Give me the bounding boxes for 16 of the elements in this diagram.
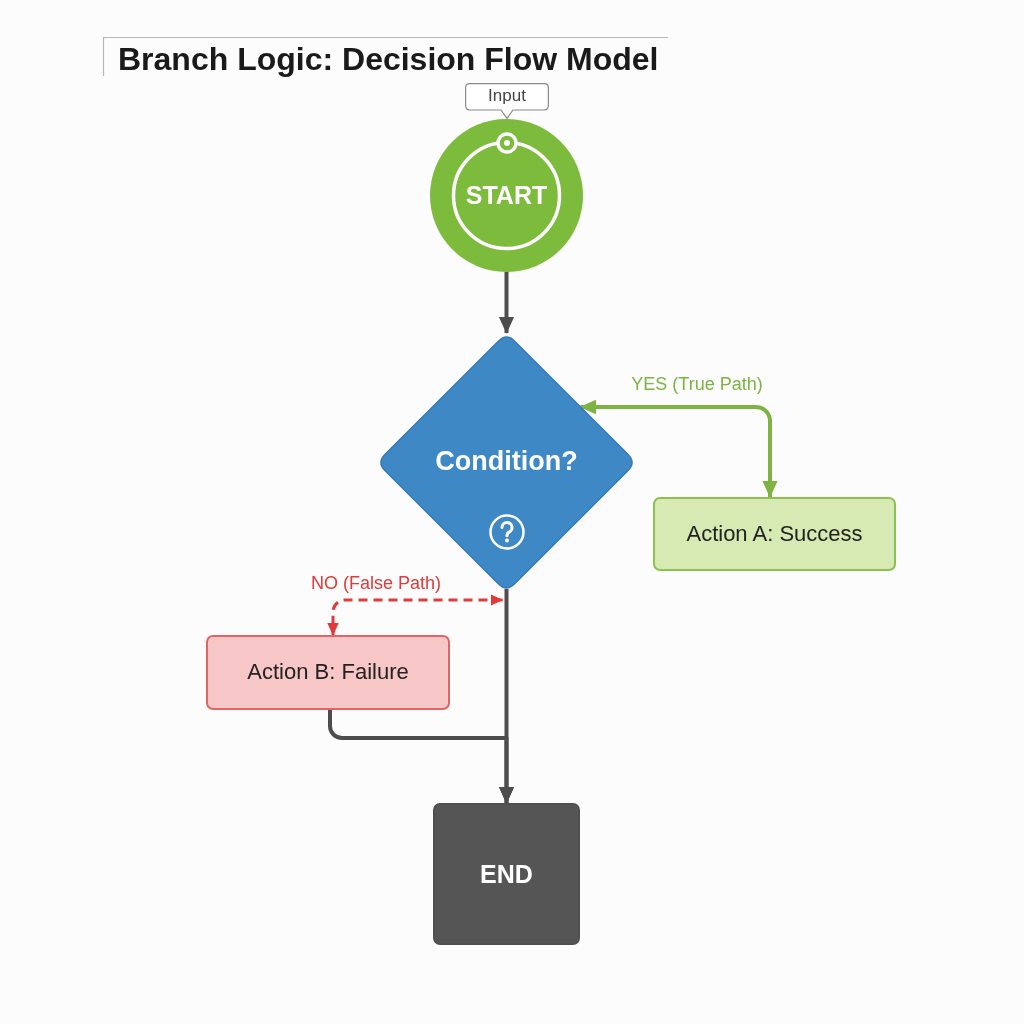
process-box — [653, 497, 896, 571]
process-box — [206, 635, 450, 710]
terminal-label: START — [465, 180, 548, 210]
callout-bubble — [465, 83, 549, 119]
arrow — [327, 594, 504, 636]
terminal-label: END — [480, 859, 533, 889]
callout-text: Input — [488, 85, 526, 107]
process-label: Action B: Failure — [247, 658, 409, 686]
end-box — [433, 803, 580, 945]
start-circle — [430, 119, 583, 272]
process-label: Action A: Success — [686, 520, 863, 548]
arrow — [328, 710, 515, 804]
arrow — [498, 272, 515, 334]
diagram-title: Branch Logic: Decision Flow Model — [118, 41, 659, 78]
arrow — [579, 399, 778, 498]
decision-label: Condition? — [435, 444, 578, 478]
